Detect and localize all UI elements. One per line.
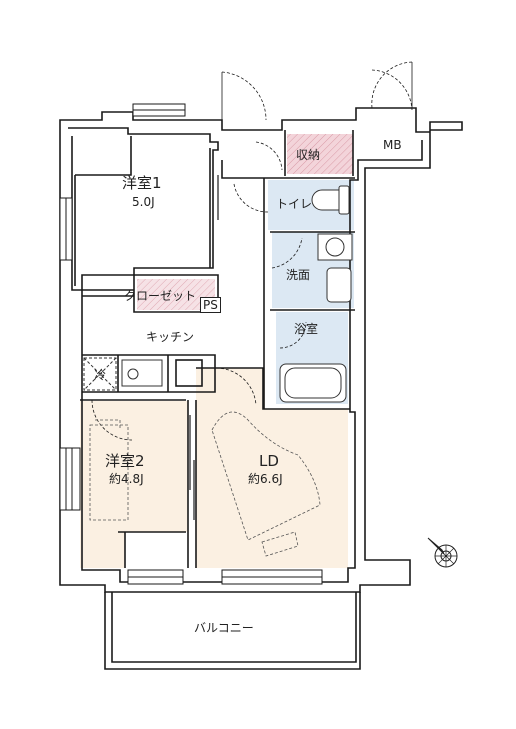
fixtures xyxy=(83,185,353,403)
ps-label: PS xyxy=(200,297,221,313)
toilet-tank xyxy=(338,185,350,215)
storage-label: 収納 xyxy=(296,148,321,162)
walls xyxy=(59,107,463,670)
windows xyxy=(59,103,323,585)
furniture xyxy=(89,411,321,557)
washroom-label: 洗面 xyxy=(286,268,311,282)
fridge-label: 冷 xyxy=(94,368,107,382)
wood-floors xyxy=(80,368,348,568)
compass-icon xyxy=(427,537,458,568)
balcony-label: バルコニー xyxy=(194,621,254,635)
ld-name: LD xyxy=(259,452,279,470)
bedroom1-size: 5.0J xyxy=(132,195,155,209)
bedroom2-floor xyxy=(80,401,188,568)
bedroom2-size: 約4.8J xyxy=(109,472,144,486)
piano xyxy=(211,411,321,541)
bedroom1-name: 洋室1 xyxy=(122,174,162,192)
bedroom2-name: 洋室2 xyxy=(105,452,145,470)
toilet-label: トイレ xyxy=(276,197,313,211)
mb-label: MB xyxy=(383,138,402,152)
wash-basin xyxy=(326,267,352,303)
toilet-bowl xyxy=(311,189,340,211)
sliding-doors xyxy=(189,175,219,520)
ld-floor xyxy=(196,368,348,568)
storage-hatch xyxy=(287,134,353,174)
ld-size: 約6.6J xyxy=(248,472,283,486)
closet-label: クローゼット xyxy=(124,289,197,303)
bathroom-label: 浴室 xyxy=(294,322,319,336)
doors xyxy=(91,61,413,441)
kitchen-label: キッチン xyxy=(146,330,195,344)
